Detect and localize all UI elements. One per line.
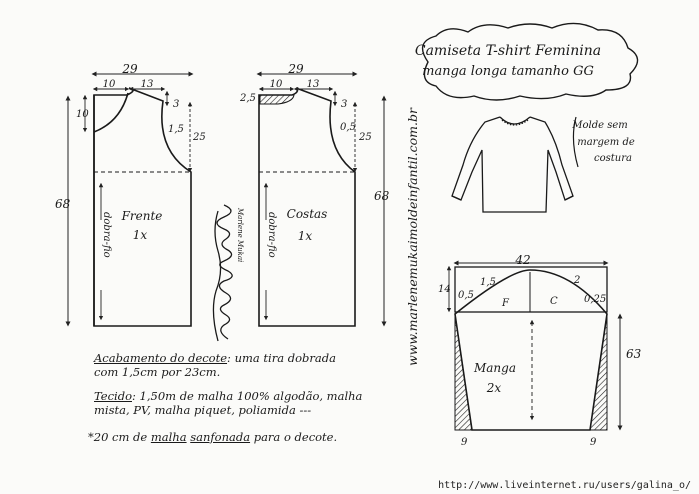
back-outline [258,87,356,327]
back-neck-facing [259,94,295,105]
note-fabric-title: Tecido [94,389,132,403]
front-fold-label: dobra-fio [101,212,112,258]
front-armin-label: 1,5 [168,124,184,135]
back-neckd-label: 2,5 [239,93,256,104]
back-shoulder-label: 13 [307,79,320,90]
note-finishing-title: Acabamento do decote [94,351,228,365]
back-length-label: 68 [374,189,390,203]
title-line1: Camiseta T-shirt Feminina [415,43,601,59]
front-shoulder-label: 13 [141,79,154,90]
title-line2: manga longa tamanho GG [422,64,594,79]
signature-mark [212,204,233,342]
note-box-line3: costura [594,153,632,164]
footer-url: http://www.liveinternet.ru/users/galina_… [438,480,691,491]
back-drop-label: 3 [341,99,347,110]
note-finishing: Acabamento do decote: uma tira dobrada c… [94,351,336,379]
note-box-line1: Molde sem [571,120,628,131]
note-collar-b: malha [150,430,187,444]
front-qty-label: 1x [133,228,148,242]
note-finishing-line2: com 1,5cm por 23cm. [94,365,221,379]
front-piece-label: Frente [121,209,163,223]
back-armhole-label: 25 [358,132,372,143]
back-neckw-label: 10 [270,79,283,90]
sleeve-piece-label: Manga [473,361,516,375]
sleeve-cap-label: 14 [438,284,451,295]
sleeve-hem-left-label: 9 [461,437,468,448]
back-piece [258,87,356,327]
note-fabric-rest: : 1,50m de malha 100% algodão, malha [132,389,363,403]
note-box-line2: margem de [577,137,635,148]
note-fabric-line2: mista, PV, malha piquet, poliamida --- [94,403,312,417]
front-neckline [93,92,129,133]
sleeve-front-mark: F [501,298,510,309]
sleeve-cap-box [454,266,608,313]
back-width-label: 29 [287,62,304,76]
sleeve-frontd-label: 1,5 [480,277,496,288]
sleeve-back-mark: C [550,296,558,307]
sleeve-backd-label: 2 [573,275,580,286]
note-collar-d: sanfonada [190,430,251,444]
sleeve-piece [454,266,608,431]
front-width-label: 29 [121,62,138,76]
tshirt-illustration [451,116,574,213]
front-neckd-label: 10 [76,109,89,120]
title-cloud [421,22,639,101]
sleeve-length-label: 63 [626,347,642,361]
sleeve-sider-label: 0,25 [584,294,606,305]
sleeve-width-label: 42 [514,253,530,267]
back-armin-label: 0,5 [340,122,356,133]
front-length-label: 68 [55,197,71,211]
sleeve-left-hatch [454,313,473,431]
back-piece-label: Costas [287,207,328,221]
sleeve-sidel-label: 0,5 [458,290,474,301]
note-collar-a: *20 cm de [88,430,151,444]
sleeve-hem-right-label: 9 [590,437,597,448]
sleeve-qty-label: 2x [486,381,502,395]
front-neckw-label: 10 [103,79,116,90]
note-box-bracket [572,116,579,168]
sleeve-outline [454,269,608,431]
front-outline [93,87,192,327]
signature-text: Marlene Mukai [236,207,244,262]
front-armhole-label: 25 [192,132,206,143]
back-qty-label: 1x [298,229,313,243]
note-finishing-rest: : uma tira dobrada [227,351,336,365]
back-fold-label: dobra-fio [266,212,277,258]
sleeve-right-hatch [589,313,608,431]
note-collar: *20 cm de malha sanfonada para o decote. [88,430,337,444]
note-fabric: Tecido: 1,50m de malha 100% algodão, mal… [94,389,362,417]
front-drop-label: 3 [173,99,179,110]
website-text: www.marlenemukaimoldeinfantil.com.br [405,107,420,366]
note-collar-e: para o decote. [250,430,338,444]
front-piece [93,87,192,327]
